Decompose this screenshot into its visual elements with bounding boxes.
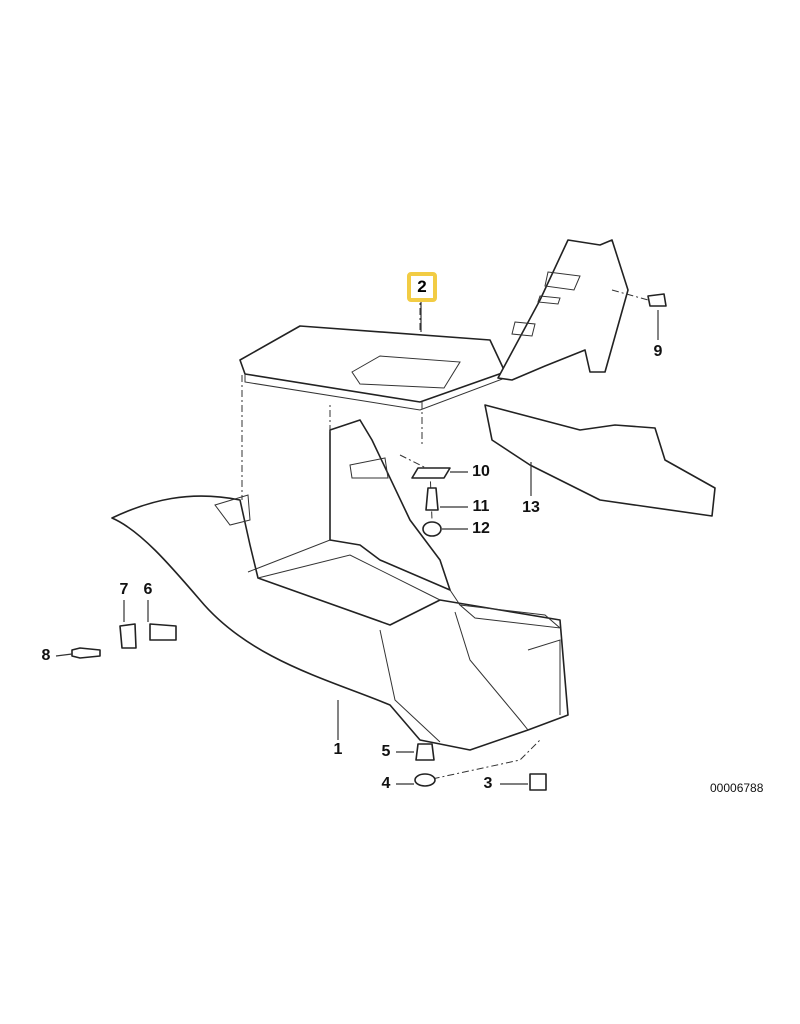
callout-9[interactable]: 9 (653, 343, 663, 360)
bracket-6 (149, 623, 177, 641)
callout-4[interactable]: 4 (381, 775, 391, 792)
callout-10[interactable]: 10 (472, 463, 490, 480)
screw-8 (71, 647, 101, 659)
callout-2-highlighted[interactable]: 2 (407, 272, 437, 302)
callout-8[interactable]: 8 (41, 647, 51, 664)
clip-10 (411, 467, 451, 479)
callout-5[interactable]: 5 (381, 743, 391, 760)
callout-6[interactable]: 6 (143, 581, 153, 598)
screw-9 (647, 293, 667, 307)
bushing-3 (529, 773, 547, 791)
center-console (111, 495, 569, 751)
upper-panel (497, 239, 629, 381)
grommet-12 (422, 521, 442, 537)
callout-12[interactable]: 12 (472, 520, 490, 537)
washer-4 (414, 773, 436, 787)
callout-13[interactable]: 13 (522, 499, 540, 516)
trim-panel (484, 404, 716, 517)
screw-11 (425, 487, 439, 511)
tray-cover (239, 325, 506, 403)
callout-11[interactable]: 11 (472, 498, 490, 515)
nut-5 (415, 743, 435, 761)
clip-7 (119, 623, 137, 649)
callout-7[interactable]: 7 (119, 581, 129, 598)
callout-3[interactable]: 3 (483, 775, 493, 792)
image-code: 00006788 (710, 781, 764, 795)
callout-1[interactable]: 1 (333, 741, 343, 758)
